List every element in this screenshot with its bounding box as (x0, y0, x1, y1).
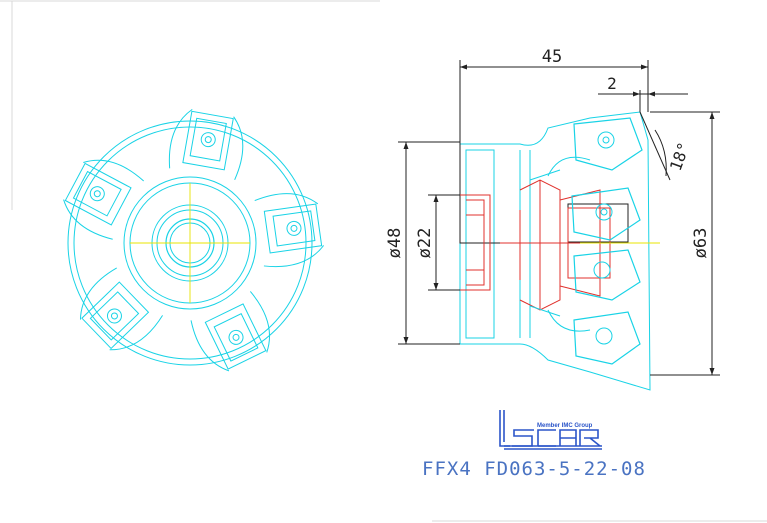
dim-offset: 2 (607, 74, 617, 93)
dimension-lines (398, 60, 720, 376)
insert-pocket-right (254, 193, 325, 268)
insert-pocket-bottom-right (190, 291, 270, 372)
dim-cutting-diameter: ø63 (691, 228, 711, 259)
insert-pocket-left (63, 159, 145, 240)
dim-angle: 18° (666, 140, 694, 174)
part-number: FFX4 FD063-5-22-08 (422, 458, 646, 480)
side-view (459, 111, 660, 391)
front-view (63, 108, 325, 372)
dim-length: 45 (542, 47, 562, 67)
iscar-wordmark (499, 410, 602, 450)
insert-pocket-bottom-left (79, 267, 163, 351)
side-inserts (529, 117, 643, 365)
bore-section (460, 179, 640, 311)
member-text: Member IMC Group (537, 423, 593, 429)
iscar-logo: Member IMC Group (499, 410, 602, 450)
insert-pocket-top (168, 108, 244, 180)
dim-body-diameter: ø48 (385, 228, 405, 259)
dim-bore-diameter: ø22 (415, 228, 435, 259)
